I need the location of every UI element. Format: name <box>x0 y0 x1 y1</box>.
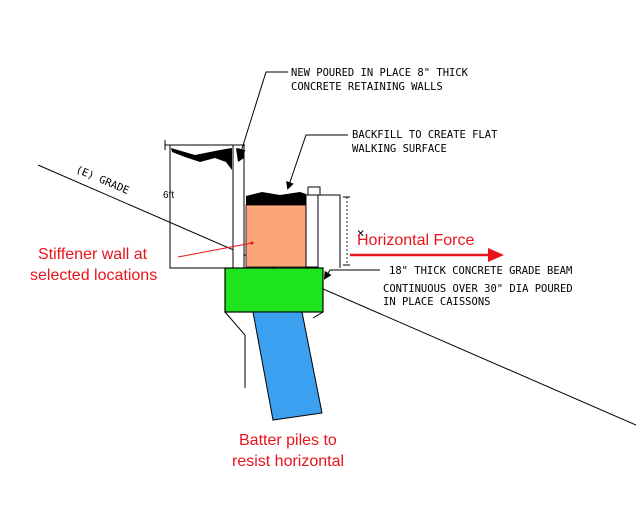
existing-grade-line <box>37 164 636 426</box>
existing-grade-label: (E) GRADE <box>74 164 131 197</box>
stiffener-label-line2: selected locations <box>30 267 157 284</box>
batter-pile-label-line1: Batter piles to <box>239 432 337 449</box>
retaining-wall-note-line2: CONCRETE RETAINING WALLS <box>291 81 443 93</box>
grade-beam-note-line1: 18" THICK CONCRETE GRADE BEAM <box>389 265 572 277</box>
backfill-note-line2: WALKING SURFACE <box>352 143 447 155</box>
grade-beam-note-line2: CONTINUOUS OVER 30" DIA POURED <box>383 283 573 295</box>
horizontal-force-arrow <box>350 248 504 262</box>
caisson-outline <box>224 311 324 388</box>
grade-beam <box>224 267 324 313</box>
grade-beam-note-line3: IN PLACE CAISSONS <box>383 296 490 308</box>
backfill-soil <box>246 192 306 205</box>
stiffener-label-line1: Stiffener wall at <box>38 246 148 263</box>
horizontal-force-label: Horizontal Force <box>357 232 474 249</box>
dimension-mark: ✕ <box>354 229 365 237</box>
retaining-wall-note-line1: NEW POURED IN PLACE 8" THICK <box>291 67 469 79</box>
stiffener-leader <box>177 242 253 258</box>
backfill-leader <box>286 134 348 190</box>
grade-beam-leader <box>323 269 380 280</box>
upper-soil-fill <box>171 148 232 170</box>
height-label: 6ft <box>163 190 174 201</box>
stiffener-wall <box>245 204 307 268</box>
backfill-note-line1: BACKFILL TO CREATE FLAT <box>352 129 498 141</box>
batter-pile <box>252 311 323 421</box>
lower-right-retaining-wall <box>305 186 341 268</box>
batter-pile-label-line2: resist horizontal <box>232 453 344 470</box>
retaining-wall-leader <box>237 71 288 157</box>
